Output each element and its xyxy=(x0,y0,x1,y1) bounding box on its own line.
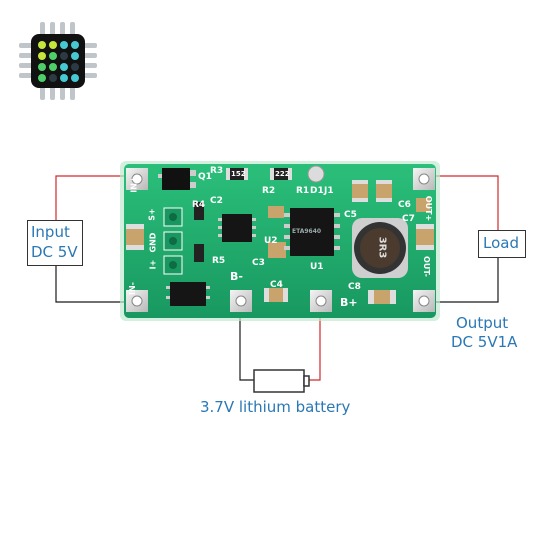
silk-s-plus: S+ xyxy=(147,208,157,221)
input-label-line2: DC 5V xyxy=(31,243,78,261)
silk-u1: U1 xyxy=(310,262,324,272)
input-positive-wire xyxy=(55,175,134,220)
silk-r5: R5 xyxy=(212,256,226,266)
silk-r2: R2 xyxy=(262,186,276,196)
silk-r3: R3 xyxy=(210,166,224,176)
pcb-board xyxy=(120,161,440,321)
silk-c6: C6 xyxy=(398,200,411,210)
battery-icon xyxy=(253,369,310,393)
silk-c8: C8 xyxy=(348,282,361,292)
silk-r4: R4 xyxy=(192,200,206,210)
silk-out-minus: OUT- xyxy=(421,256,431,277)
silk-c2: C2 xyxy=(210,196,223,206)
silk-152: 152 xyxy=(231,170,246,178)
output-label-line1: Output xyxy=(456,314,509,332)
input-negative-wire xyxy=(55,266,134,303)
silk-c7: C7 xyxy=(402,214,415,224)
silk-in-plus: IN+ xyxy=(129,176,139,193)
input-label-line1: Input xyxy=(31,223,70,241)
output-negative-wire xyxy=(430,256,499,303)
output-label-line2: DC 5V1A xyxy=(451,333,518,351)
battery-negative-wire xyxy=(239,302,254,381)
chip-logo-icon xyxy=(19,22,97,100)
silk-r1: R1 xyxy=(296,186,310,196)
silk-out-plus: OUT+ xyxy=(424,195,434,222)
silk-b-plus: B+ xyxy=(340,296,358,309)
silk-q1: Q1 xyxy=(198,172,212,182)
pcb-pads xyxy=(126,168,435,312)
silk-u2: U2 xyxy=(264,236,278,246)
silk-j1: J1 xyxy=(324,186,334,196)
load-label: Load xyxy=(483,234,519,252)
silk-inductor: 3R3 xyxy=(376,236,388,259)
silk-222: 222 xyxy=(275,170,290,178)
load-label-box xyxy=(478,230,526,258)
silk-b-minus: B- xyxy=(230,270,243,283)
silk-c3: C3 xyxy=(252,258,265,268)
silk-i-plus: I+ xyxy=(148,259,158,270)
battery-positive-wire xyxy=(308,300,321,381)
input-label-box xyxy=(27,220,83,266)
silk-chip: ETA9640 xyxy=(292,228,322,235)
battery-label: 3.7V lithium battery xyxy=(200,398,351,416)
silk-c5: C5 xyxy=(344,210,357,220)
silk-d1: D1 xyxy=(310,186,324,196)
silk-gnd: GND xyxy=(148,232,158,253)
output-positive-wire xyxy=(430,175,499,230)
silk-c4: C4 xyxy=(270,280,283,290)
silk-in-minus: IN- xyxy=(128,282,137,295)
